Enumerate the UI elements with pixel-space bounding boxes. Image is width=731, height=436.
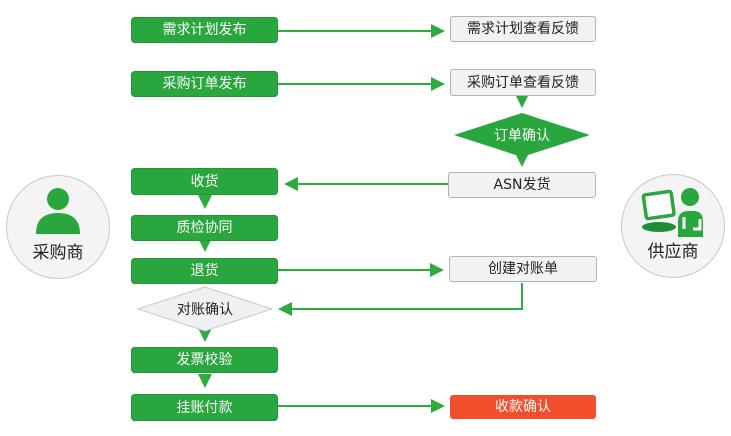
person-silhouette-icon <box>7 186 109 238</box>
node-demand-plan-publish: 需求计划发布 <box>131 17 278 43</box>
supplier-label: 供应商 <box>647 242 699 262</box>
node-statement-confirm: 对账确认 <box>177 302 233 318</box>
person-at-computer-icon <box>622 185 724 237</box>
node-order-confirm: 订单确认 <box>494 128 550 144</box>
statement-confirm-diamond-shape <box>136 286 274 332</box>
buyer-label: 采购商 <box>32 243 84 263</box>
order-confirm-diamond-shape <box>454 113 590 157</box>
node-po-publish: 采购订单发布 <box>131 71 278 97</box>
buyer-actor: 采购商 <box>6 175 110 279</box>
node-account-payment: 挂账付款 <box>131 394 278 421</box>
node-po-feedback: 采购订单查看反馈 <box>450 69 596 96</box>
node-create-statement: 创建对账单 <box>449 256 597 282</box>
node-receive-goods: 收货 <box>131 168 278 195</box>
node-asn-ship: ASN发货 <box>448 172 596 198</box>
supplier-actor: 供应商 <box>621 174 725 278</box>
node-return-goods: 退货 <box>131 258 278 284</box>
node-demand-plan-feedback: 需求计划查看反馈 <box>450 16 596 42</box>
arrow-statement-to-confirm <box>278 283 523 316</box>
node-invoice-verify: 发票校验 <box>131 347 278 373</box>
node-receipt-confirm: 收款确认 <box>450 395 596 419</box>
node-quality-collab: 质检协同 <box>131 215 278 241</box>
